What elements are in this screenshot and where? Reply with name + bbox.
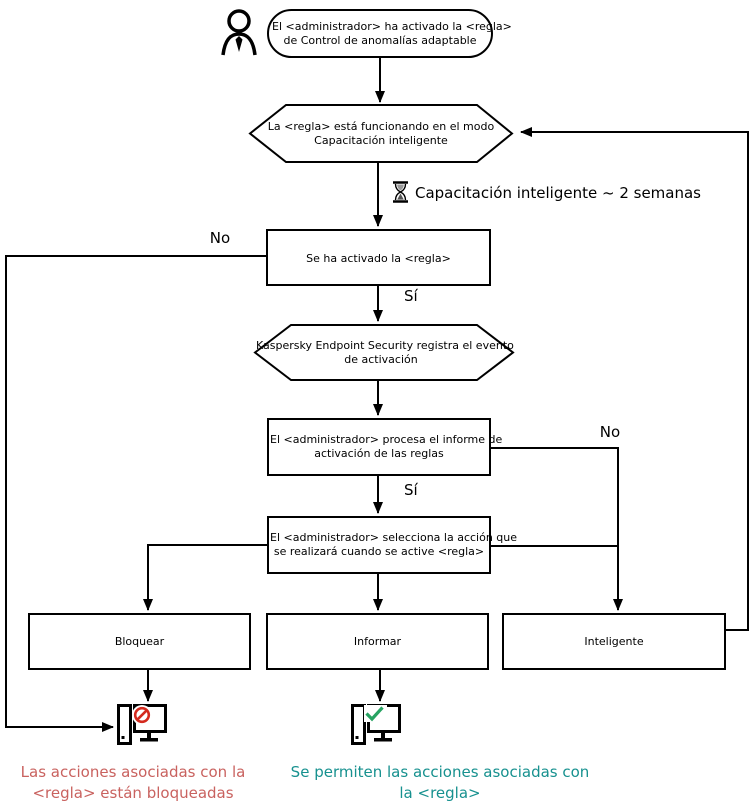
start-line1: El <administrador> ha activado la <regla… bbox=[272, 20, 512, 33]
log-line1: Kaspersky Endpoint Security registra el … bbox=[256, 339, 514, 352]
report-line1: El <administrador> procesa el informe de bbox=[270, 433, 503, 446]
action-inform-shape bbox=[266, 613, 489, 670]
mode-hexagon-label: La <regla> está funcionando en el modo C… bbox=[258, 120, 504, 148]
edge-no-to-blocked-computer bbox=[5, 255, 267, 732]
action-inform-label: Informar bbox=[353, 635, 402, 648]
edge-label-yes-2: Sí bbox=[404, 481, 418, 499]
start-node-shape bbox=[267, 9, 493, 58]
process-report-shape bbox=[267, 418, 491, 476]
edge-smart-feedback-loop bbox=[520, 127, 749, 631]
log-line2: de activación bbox=[344, 353, 418, 366]
edge-label-no-2: No bbox=[599, 423, 621, 441]
edge-label-no-1: No bbox=[209, 229, 231, 247]
administrator-icon bbox=[221, 9, 257, 56]
select-action-label: El <administrador> selecciona la acción … bbox=[270, 531, 518, 559]
log-event-hexagon-shape bbox=[253, 324, 515, 381]
mode-line2: Capacitación inteligente bbox=[314, 134, 448, 147]
node-shapes bbox=[28, 9, 726, 670]
check-icon bbox=[364, 705, 387, 722]
start-line2: de Control de anomalías adaptable bbox=[283, 34, 477, 47]
hourglass-icon bbox=[393, 181, 408, 203]
select-line2: se realizará cuando se active <regla> bbox=[273, 545, 485, 558]
start-node-label: El <administrador> ha activado la <regla… bbox=[272, 20, 512, 48]
caption-blocked-line1: Las acciones asociadas con la bbox=[20, 763, 246, 781]
caption-allowed-line2: la <regla> bbox=[399, 784, 481, 802]
edge-select-to-block bbox=[143, 544, 268, 611]
caption-blocked-line2: <regla> están bloqueadas bbox=[32, 784, 234, 802]
caption-actions-blocked: Las acciones asociadas con la <regla> es… bbox=[5, 762, 261, 804]
connectors bbox=[5, 58, 749, 732]
action-block-label: Bloquear bbox=[114, 635, 165, 648]
allowed-computer-icon bbox=[351, 704, 401, 745]
action-block-shape bbox=[28, 613, 251, 670]
prohibited-icon bbox=[132, 705, 152, 725]
action-smart-label: Inteligente bbox=[584, 635, 644, 648]
mode-line1: La <regla> está funcionando en el modo bbox=[267, 120, 495, 133]
select-line1: El <administrador> selecciona la acción … bbox=[270, 531, 518, 544]
edge-no-to-smart bbox=[490, 447, 623, 611]
rule-triggered-label: Se ha activado la <regla> bbox=[306, 252, 451, 265]
mode-hexagon-shape bbox=[248, 104, 514, 163]
edge-label-yes-1: Sí bbox=[404, 287, 418, 305]
action-smart-shape bbox=[502, 613, 726, 670]
process-report-label: El <administrador> procesa el informe de… bbox=[270, 433, 503, 461]
caption-actions-allowed: Se permiten las acciones asociadas con l… bbox=[288, 762, 592, 804]
timer-label: Capacitación inteligente ~ 2 semanas bbox=[415, 184, 701, 202]
log-event-label: Kaspersky Endpoint Security registra el … bbox=[256, 339, 514, 367]
select-action-shape bbox=[267, 516, 491, 574]
blocked-computer-icon bbox=[117, 704, 167, 745]
report-line2: activación de las reglas bbox=[314, 447, 444, 460]
caption-allowed-line1: Se permiten las acciones asociadas con bbox=[290, 763, 590, 781]
rule-triggered-shape bbox=[266, 229, 491, 286]
